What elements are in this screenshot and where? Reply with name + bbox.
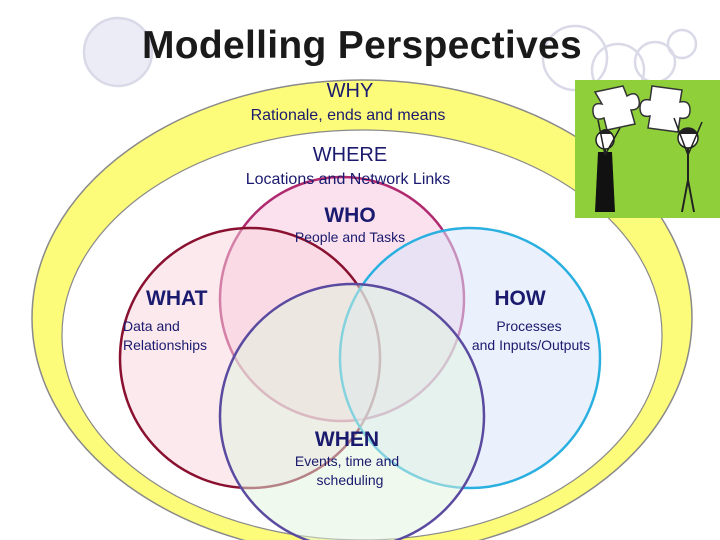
when-subtitle-line1: Events, time and (294, 453, 400, 469)
venn-circles (118, 175, 602, 540)
how-subtitle-line1: Processes (496, 318, 562, 334)
where-heading: WHERE (312, 144, 388, 166)
how-subtitle-line2: and Inputs/Outputs (471, 337, 591, 353)
what-subtitle-line1: Data and (123, 318, 180, 334)
how-heading: HOW (494, 287, 546, 310)
when-heading: WHEN (314, 428, 380, 451)
who-subtitle: People and Tasks (294, 229, 406, 245)
what-subtitle-line2: Relationships (123, 337, 208, 353)
what-heading: WHAT (146, 287, 208, 310)
when-subtitle-line2: scheduling (316, 472, 384, 488)
why-subtitle: Rationale, ends and means (250, 107, 446, 124)
why-heading: WHY (326, 80, 374, 102)
people-with-puzzle-pieces-icon (575, 80, 720, 218)
slide-title: Modelling Perspectives (141, 24, 583, 67)
when-circle (218, 282, 486, 540)
who-heading: WHO (324, 204, 376, 227)
where-subtitle: Locations and Network Links (245, 171, 451, 188)
